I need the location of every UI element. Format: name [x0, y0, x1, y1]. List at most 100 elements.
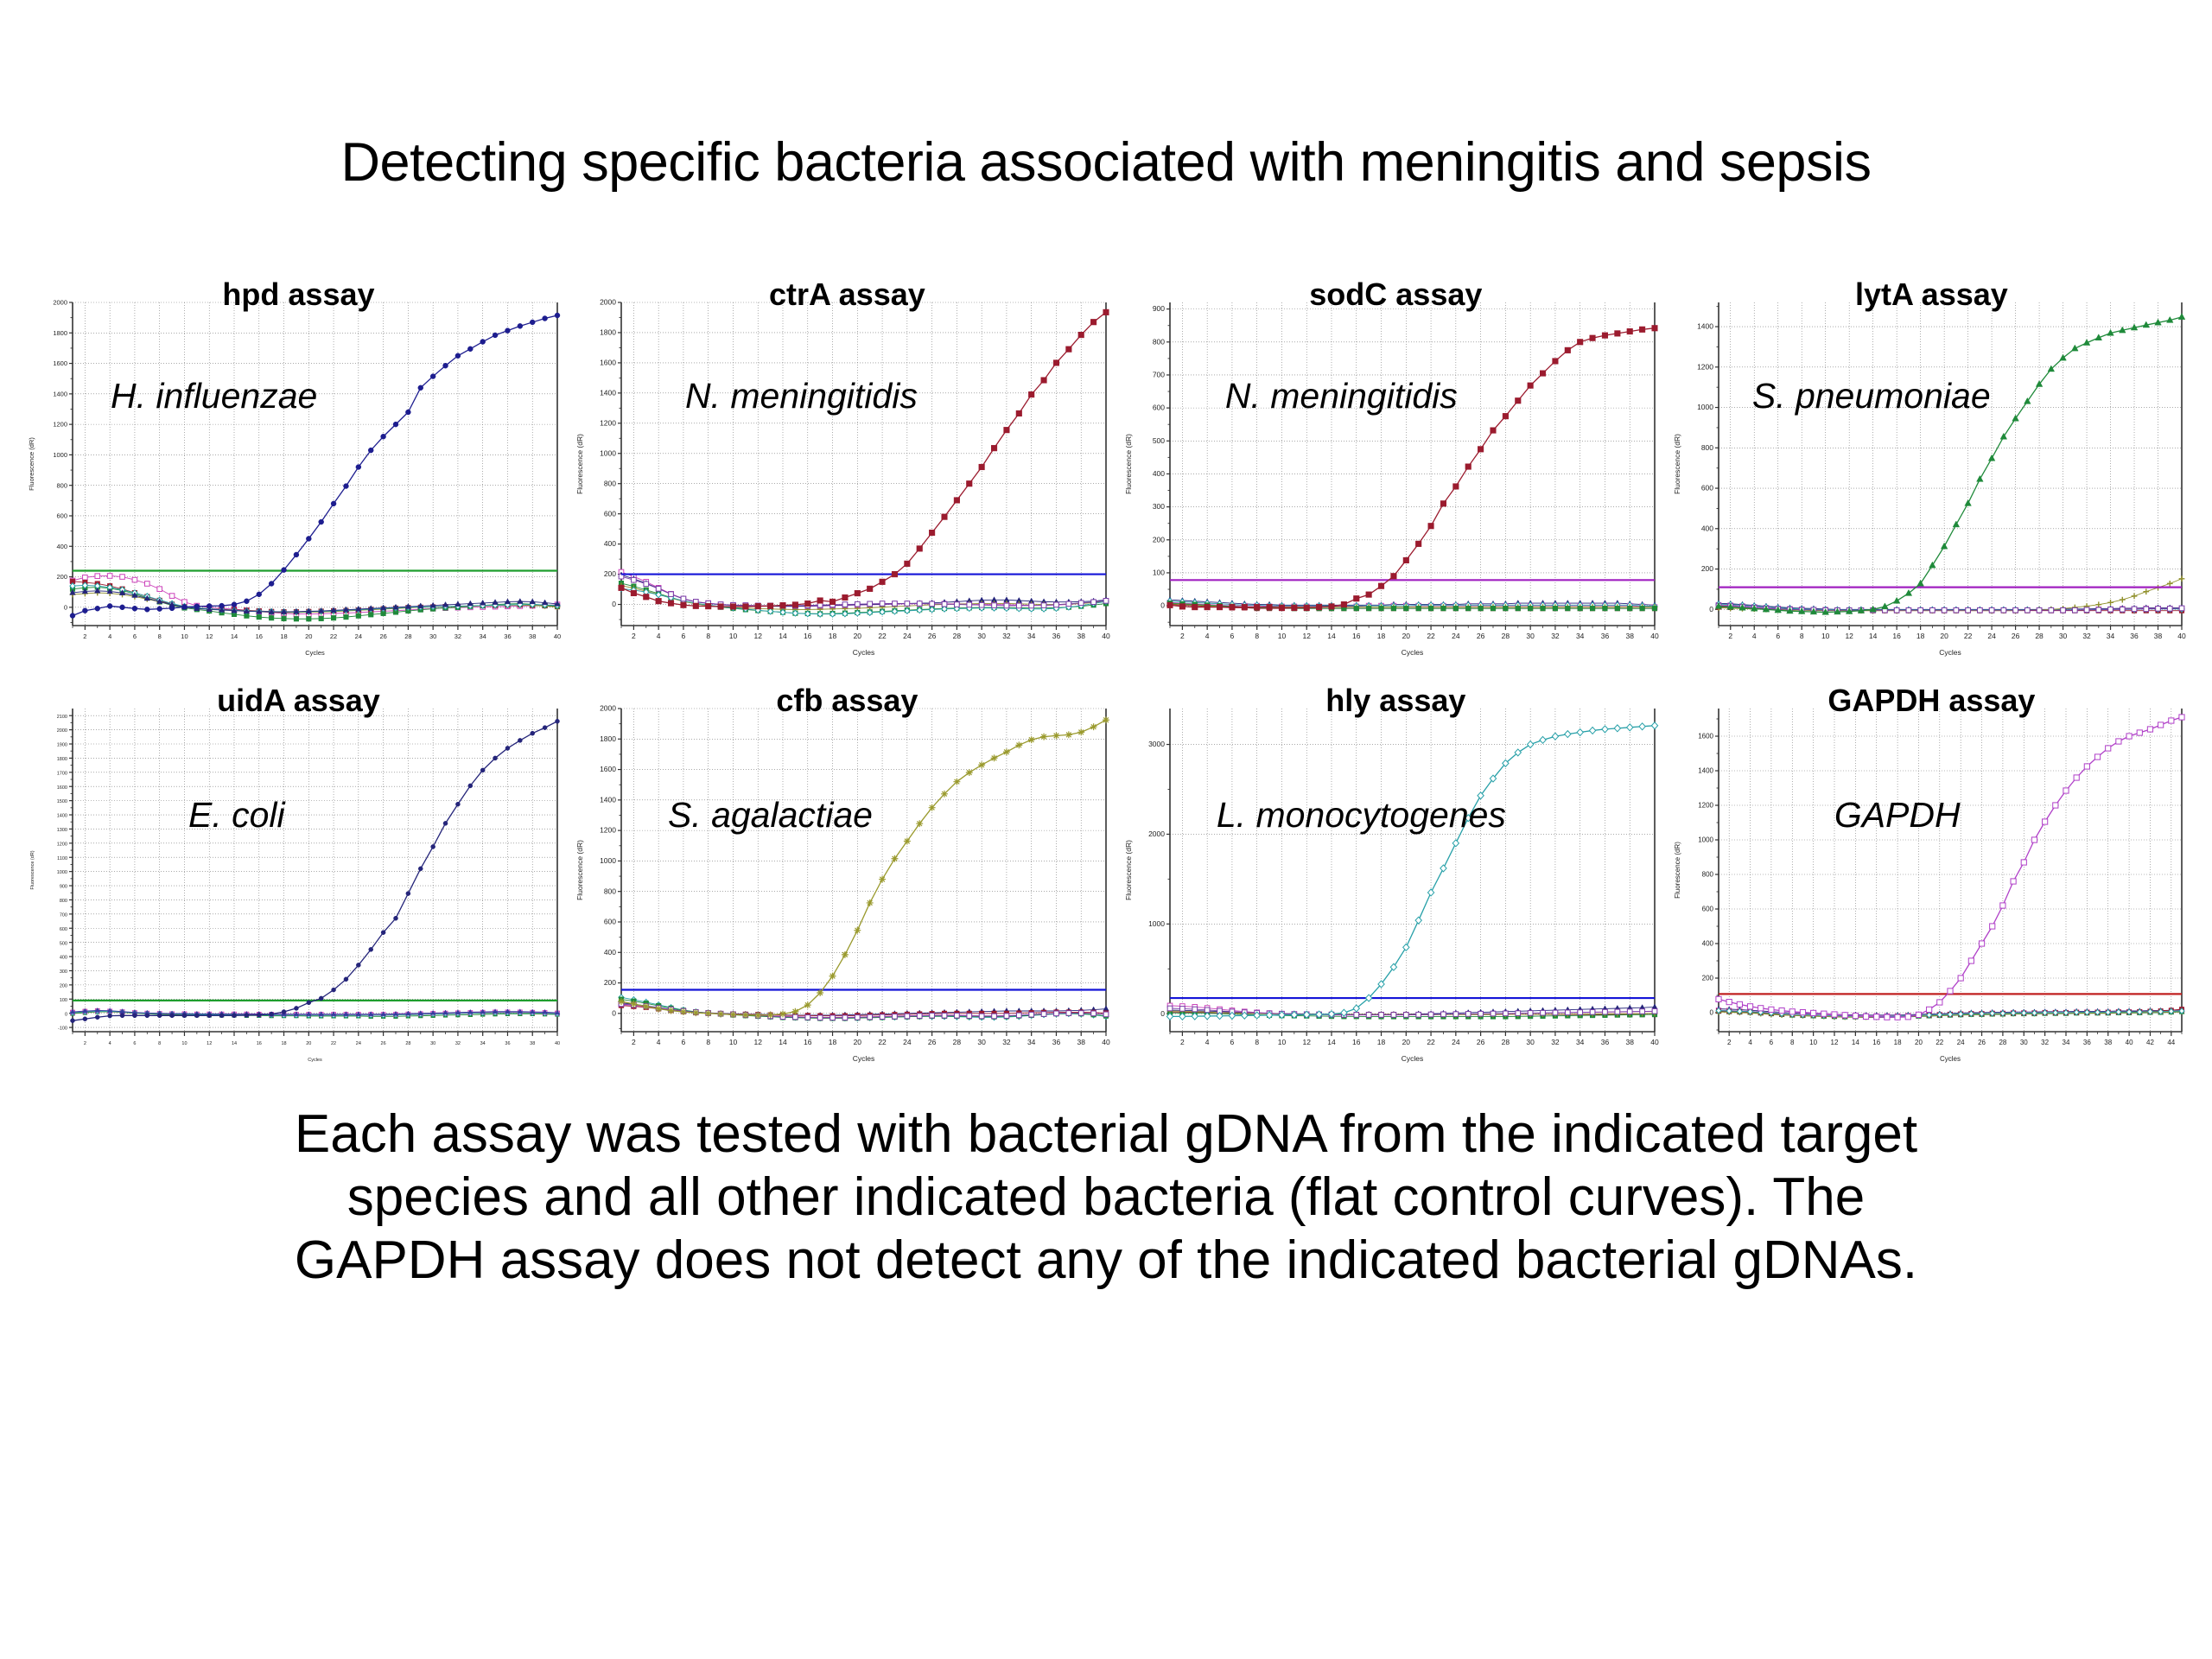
svg-text:6: 6 [1776, 632, 1780, 640]
svg-text:1800: 1800 [53, 329, 67, 337]
svg-text:22: 22 [1936, 1039, 1943, 1046]
svg-text:12: 12 [1302, 1038, 1311, 1046]
svg-text:1400: 1400 [1697, 322, 1713, 331]
svg-text:700: 700 [1153, 371, 1165, 379]
svg-text:28: 28 [1999, 1039, 2006, 1046]
svg-text:12: 12 [207, 1041, 212, 1046]
svg-text:1400: 1400 [600, 795, 616, 804]
svg-text:16: 16 [1352, 632, 1361, 640]
svg-text:4: 4 [657, 632, 661, 640]
svg-text:28: 28 [2035, 632, 2044, 640]
svg-text:14: 14 [232, 1041, 237, 1046]
svg-text:2: 2 [1728, 632, 1732, 640]
svg-text:200: 200 [604, 569, 616, 578]
svg-text:1800: 1800 [57, 757, 67, 762]
svg-text:20: 20 [1940, 632, 1948, 640]
svg-text:28: 28 [953, 1038, 962, 1046]
svg-text:100: 100 [1153, 569, 1165, 577]
svg-text:200: 200 [60, 983, 67, 988]
svg-text:400: 400 [604, 948, 616, 957]
svg-text:16: 16 [257, 1041, 262, 1046]
svg-text:Cycles: Cycles [853, 1054, 875, 1063]
svg-text:1000: 1000 [1148, 919, 1165, 928]
svg-text:2000: 2000 [600, 704, 616, 713]
slide-caption: Each assay was tested with bacterial gDN… [86, 1103, 2126, 1292]
svg-text:1600: 1600 [1698, 733, 1713, 741]
caption-line-2: species and all other indicated bacteria… [346, 1167, 1866, 1228]
svg-text:Cycles: Cycles [308, 1058, 322, 1063]
svg-text:2: 2 [1180, 1038, 1185, 1046]
svg-text:2: 2 [632, 632, 636, 640]
svg-text:500: 500 [60, 941, 67, 946]
svg-text:16: 16 [1872, 1039, 1880, 1046]
svg-text:16: 16 [804, 632, 812, 640]
svg-text:14: 14 [779, 632, 787, 640]
svg-text:34: 34 [1027, 1038, 1036, 1046]
svg-text:1000: 1000 [53, 451, 67, 459]
svg-text:20: 20 [854, 632, 862, 640]
svg-text:22: 22 [878, 1038, 887, 1046]
svg-text:16: 16 [804, 1038, 812, 1046]
svg-text:800: 800 [56, 481, 67, 489]
svg-text:20: 20 [305, 632, 312, 640]
chart-title-GAPDH: GAPDH assay [1827, 683, 2036, 718]
svg-text:32: 32 [1551, 1038, 1560, 1046]
svg-text:38: 38 [1625, 632, 1634, 640]
chart-title-ctrA: ctrA assay [769, 276, 925, 312]
svg-text:Fluorescence (dR): Fluorescence (dR) [1674, 842, 1681, 899]
svg-text:10: 10 [729, 632, 738, 640]
svg-text:24: 24 [1452, 632, 1460, 640]
svg-text:200: 200 [56, 573, 67, 581]
svg-text:18: 18 [1916, 632, 1925, 640]
svg-text:400: 400 [1701, 524, 1713, 532]
svg-text:26: 26 [928, 1038, 937, 1046]
svg-text:400: 400 [60, 956, 67, 961]
svg-text:1300: 1300 [57, 828, 67, 833]
svg-text:Fluorescence (dR): Fluorescence (dR) [575, 434, 584, 494]
svg-text:20: 20 [1402, 1038, 1410, 1046]
svg-text:3000: 3000 [1148, 740, 1165, 748]
svg-text:800: 800 [1701, 443, 1713, 452]
svg-text:36: 36 [2130, 632, 2139, 640]
svg-text:1500: 1500 [57, 799, 67, 804]
svg-text:26: 26 [1477, 1038, 1485, 1046]
svg-text:30: 30 [1526, 1038, 1535, 1046]
svg-text:6: 6 [1230, 1038, 1234, 1046]
svg-text:1600: 1600 [600, 765, 616, 773]
svg-text:38: 38 [530, 1041, 535, 1046]
svg-text:10: 10 [729, 1038, 738, 1046]
svg-text:4: 4 [1748, 1039, 1752, 1046]
svg-text:26: 26 [381, 1041, 386, 1046]
svg-text:18: 18 [829, 1038, 837, 1046]
svg-text:18: 18 [1893, 1039, 1901, 1046]
svg-text:600: 600 [56, 512, 67, 520]
svg-text:24: 24 [355, 632, 362, 640]
svg-text:12: 12 [1845, 632, 1853, 640]
svg-text:1000: 1000 [1697, 403, 1713, 411]
svg-text:28: 28 [405, 1041, 410, 1046]
svg-text:400: 400 [1701, 940, 1713, 948]
svg-text:4: 4 [109, 1041, 111, 1046]
svg-text:8: 8 [1255, 1038, 1259, 1046]
svg-text:0: 0 [1160, 601, 1165, 610]
chart-title-hpd: hpd assay [222, 276, 375, 312]
svg-text:10: 10 [1821, 632, 1830, 640]
chart-title-sodC: sodC assay [1309, 276, 1483, 312]
svg-text:28: 28 [953, 632, 962, 640]
caption-line-1: Each assay was tested with bacterial gDN… [294, 1104, 1918, 1164]
svg-text:38: 38 [2104, 1039, 2112, 1046]
svg-text:2: 2 [83, 632, 86, 640]
svg-text:Cycles: Cycles [853, 648, 875, 657]
svg-text:2: 2 [632, 1038, 636, 1046]
svg-text:10: 10 [181, 632, 188, 640]
svg-text:30: 30 [977, 632, 986, 640]
svg-text:26: 26 [1477, 632, 1485, 640]
svg-text:40: 40 [1650, 632, 1659, 640]
svg-text:34: 34 [1576, 632, 1585, 640]
svg-text:600: 600 [1701, 484, 1713, 493]
svg-text:1800: 1800 [600, 734, 616, 743]
svg-text:12: 12 [1830, 1039, 1838, 1046]
